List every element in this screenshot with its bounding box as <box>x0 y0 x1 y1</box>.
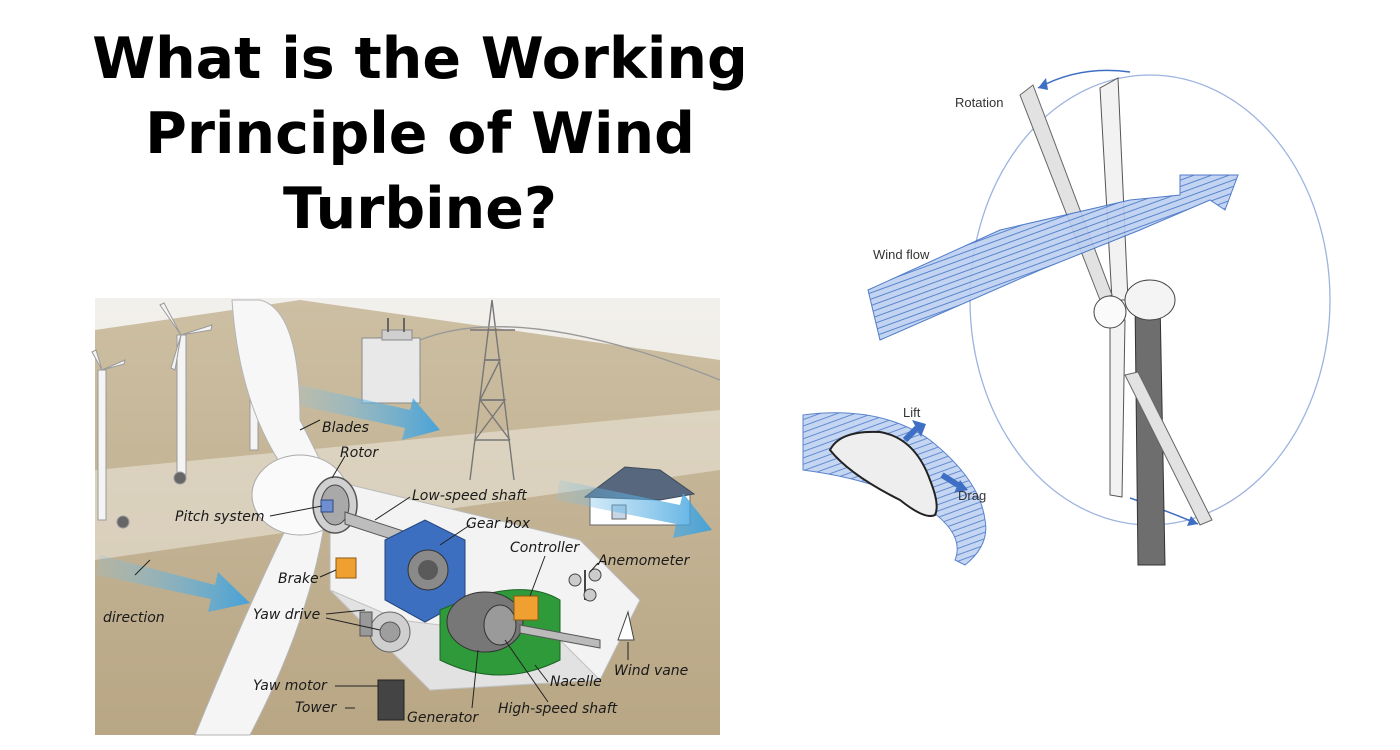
drag-arrow <box>940 472 960 488</box>
label-brake: Brake <box>278 571 319 587</box>
lift-arrowhead <box>912 420 926 437</box>
wind-arrow-lower <box>96 555 250 612</box>
label-rotor: Rotor <box>340 445 379 461</box>
wind-flow-band <box>867 174 1239 341</box>
leader-lines <box>134 419 629 709</box>
bg-turbine-blades-1 <box>91 349 126 371</box>
wind-direction-arrows <box>96 385 712 612</box>
aerodynamics-illustration: Rotation Wind flow Lift Drag <box>802 69 1331 566</box>
turbine-nacelle <box>1124 279 1176 321</box>
bg-turbine-tower-1 <box>97 369 107 521</box>
bg-turbine-tower-2 <box>176 334 187 476</box>
label-direction: direction <box>103 610 165 626</box>
bg-turbine-base-2 <box>173 471 187 485</box>
blade-ghost-lower <box>1124 371 1213 526</box>
label-yaw-motor: Yaw motor <box>253 678 328 694</box>
wind-vane-part <box>617 610 635 641</box>
label-lift: Lift <box>903 405 921 420</box>
title-line-3: Turbine? <box>283 176 557 242</box>
brake-part <box>335 557 357 579</box>
label-wind-vane: Wind vane <box>614 663 688 679</box>
bg-turbine-base-1 <box>116 515 130 529</box>
gearbox-part <box>384 519 466 623</box>
rotation-arrowhead-top <box>1038 78 1048 90</box>
label-rotation: Rotation <box>955 95 1003 110</box>
lift-arrow <box>902 425 920 443</box>
anemometer-part <box>568 568 602 602</box>
label-pitch-system: Pitch system <box>175 509 264 525</box>
turbine-components-illustration: Blades Rotor Pitch system Low-speed shaf… <box>91 298 721 736</box>
label-low-speed-shaft: Low-speed shaft <box>412 488 527 504</box>
label-yaw-drive: Yaw drive <box>253 607 320 623</box>
label-drag: Drag <box>958 488 986 503</box>
title-line-2: Principle of Wind <box>145 101 695 167</box>
turbine-hub <box>1093 295 1127 329</box>
wind-arrow-house <box>556 480 712 538</box>
label-tower: Tower <box>295 700 337 716</box>
label-gear-box: Gear box <box>466 516 531 532</box>
yaw-motor-part <box>377 679 405 721</box>
label-anemometer: Anemometer <box>597 553 691 569</box>
label-generator: Generator <box>407 710 479 726</box>
controller-part <box>513 595 539 621</box>
airfoil-shape <box>828 430 938 517</box>
pitch-system-part <box>320 499 334 513</box>
label-wind-flow: Wind flow <box>873 247 930 262</box>
label-controller: Controller <box>510 540 580 556</box>
wind-arrow-upper <box>296 385 440 440</box>
label-high-speed-shaft: High-speed shaft <box>498 701 618 717</box>
yaw-system <box>359 611 411 721</box>
page-title: What is the Working Principle of Wind Tu… <box>40 22 800 247</box>
title-line-1: What is the Working <box>92 26 748 92</box>
airfoil-diagram <box>802 412 987 566</box>
bg-turbine-blades-2 <box>159 302 213 371</box>
drag-arrowhead <box>954 480 968 493</box>
blade-lower <box>1109 319 1126 498</box>
blade-lower <box>194 499 326 736</box>
transformer-box <box>361 318 421 404</box>
high-speed-shaft-part <box>519 624 601 649</box>
label-blades: Blades <box>322 420 369 436</box>
blade-vertical <box>1099 77 1129 301</box>
rotation-arrowhead-bottom <box>1187 516 1198 526</box>
transmission-tower <box>419 299 721 481</box>
road <box>95 410 720 560</box>
label-nacelle: Nacelle <box>550 674 602 690</box>
